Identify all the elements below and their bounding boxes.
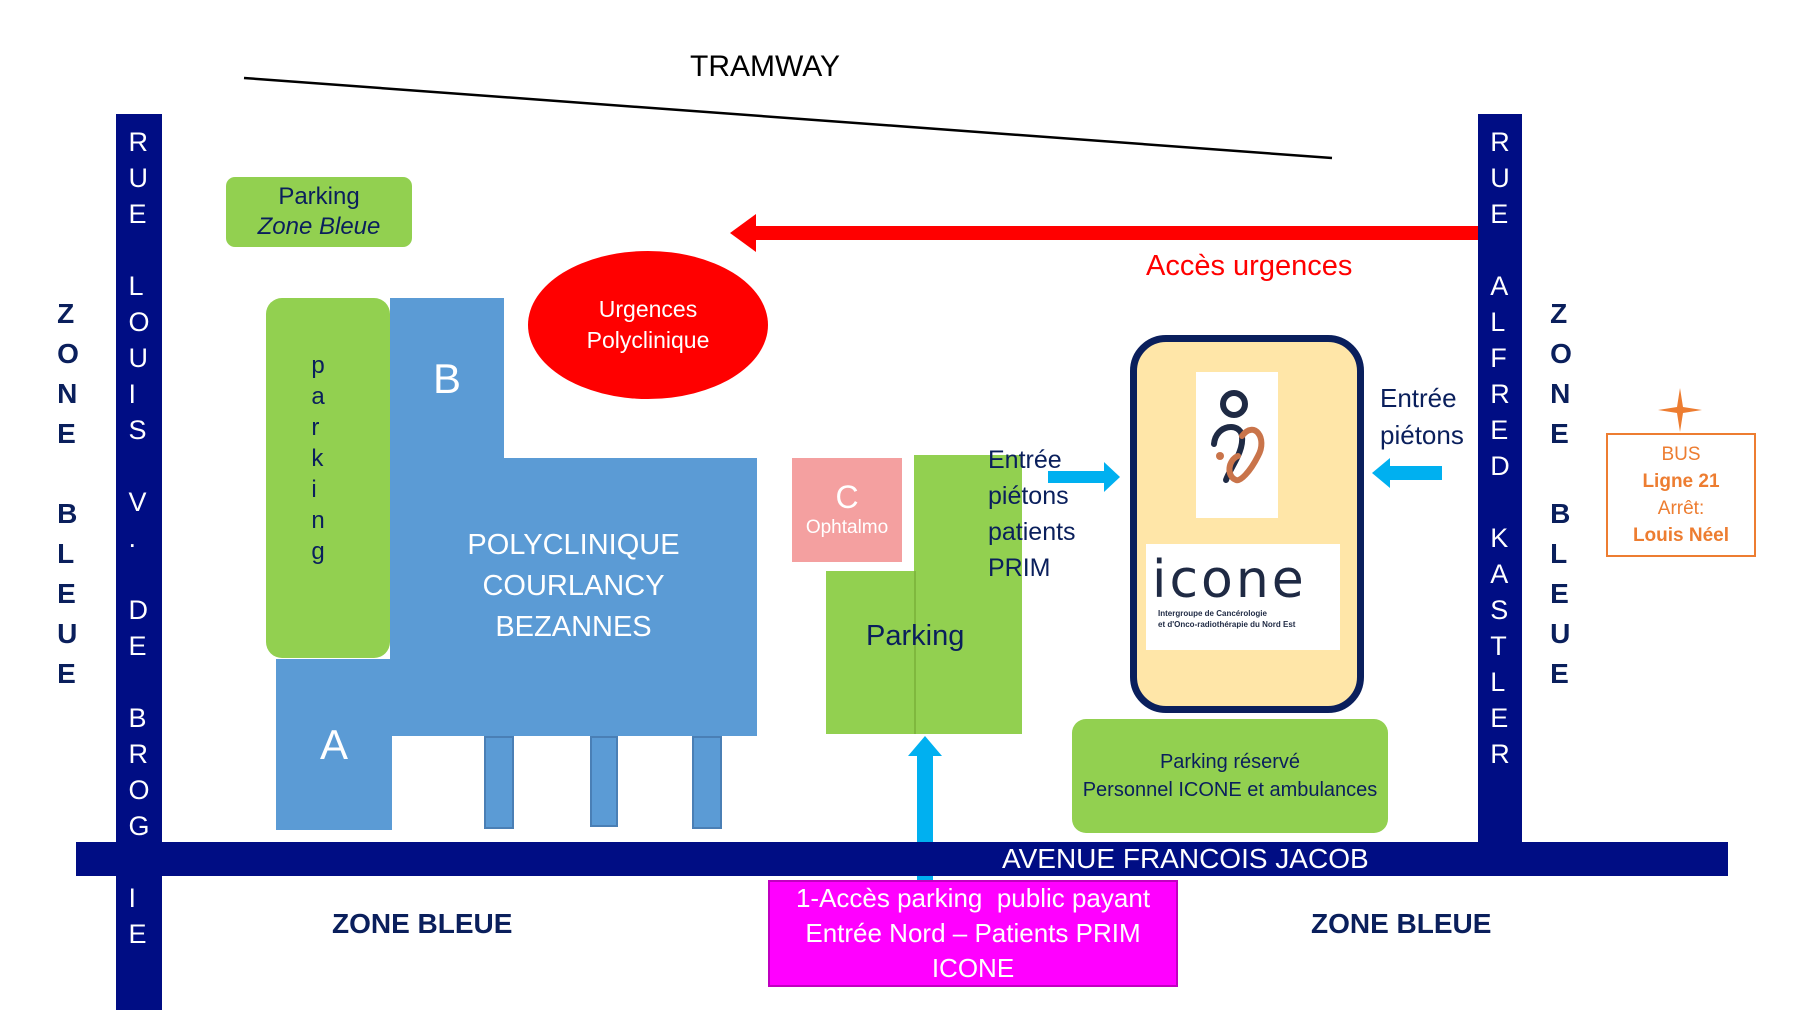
pietons-arrow-shaft xyxy=(1386,466,1442,480)
parking-vertical-text: p a r k i n g xyxy=(311,352,325,565)
entree-prim-line2: piétons xyxy=(988,482,1069,510)
building-main-line1: POLYCLINIQUE xyxy=(467,529,680,561)
entree-pietons-line1: Entrée xyxy=(1380,383,1457,413)
zone-bleue-left-text: Z O N E B L E U E xyxy=(57,298,79,689)
parking-reserve: Parking réservé Personnel ICONE et ambul… xyxy=(1072,719,1388,833)
zone-bleue-right-text: Z O N E B L E U E xyxy=(1550,298,1572,689)
building-main-line3: BEZANNES xyxy=(495,611,652,643)
icone-tagline2: et d'Onco-radiothérapie du Nord Est xyxy=(1158,620,1296,629)
zone-bleue-bottom-right: ZONE BLEUE xyxy=(1311,908,1492,939)
star-icon xyxy=(1658,388,1702,432)
rue-alfred-road xyxy=(1478,114,1522,850)
icone-wordmark: icone xyxy=(1152,550,1307,610)
urgences-arrow-shaft xyxy=(752,226,1478,240)
building-c-sub: Ophtalmo xyxy=(805,517,889,538)
rue-alfred-label: R U E A L F R E D K A S T L E R xyxy=(1478,124,1522,772)
zone-bleue-bottom-left: ZONE BLEUE xyxy=(332,908,513,939)
rue-alfred-text: R U E A L F R E D K A S T L E R xyxy=(1490,127,1510,769)
parking-vertical xyxy=(266,298,390,658)
urgences-line2: Polyclinique xyxy=(586,327,710,353)
rue-louis-label: R U E L O U I S V . D E B R O G L I E xyxy=(116,124,162,952)
entree-prim-line1: Entrée xyxy=(988,446,1062,474)
parking-zone-bleue-line2: Zone Bleue xyxy=(257,213,381,240)
building-main-label: POLYCLINIQUE COURLANCY BEZANNES xyxy=(390,525,757,648)
acces-urgences-label: Accès urgences xyxy=(1146,250,1353,282)
public-access-arrow-head xyxy=(908,736,942,756)
entree-prim-label: Entrée piétons patients PRIM xyxy=(988,442,1076,586)
icone-logo-panel xyxy=(1196,372,1278,518)
avenue-road xyxy=(76,842,1728,876)
zone-bleue-right: Z O N E B L E U E xyxy=(1541,294,1581,694)
parking-reserve-line1: Parking réservé xyxy=(1159,751,1301,773)
tramway-line xyxy=(243,76,1333,160)
entree-prim-line4: PRIM xyxy=(988,554,1051,582)
pietons-arrow-head xyxy=(1372,458,1390,488)
parking-zone-bleue: Parking Zone Bleue xyxy=(226,177,412,247)
prim-arrow-head xyxy=(1104,462,1120,492)
building-c: C Ophtalmo xyxy=(792,458,902,562)
icone-wordmark-panel: icone Intergroupe de Cancérologie et d'O… xyxy=(1146,544,1340,650)
building-c-letter: C xyxy=(835,479,859,515)
bus-line1: BUS xyxy=(1661,444,1701,465)
public-access-box: 1-Accès parking public payant Entrée Nor… xyxy=(768,880,1178,987)
entree-pietons-line2: piétons xyxy=(1380,420,1464,450)
bus-line3: Arrêt: xyxy=(1657,498,1705,519)
icone-person-icon xyxy=(1211,390,1265,484)
building-main-line2: COURLANCY xyxy=(482,570,665,602)
urgences-polyclinique: Urgences Polyclinique xyxy=(528,251,768,399)
entree-pietons-label: Entrée piétons xyxy=(1380,380,1464,454)
public-access-line3: ICONE xyxy=(931,953,1015,983)
entree-prim-line3: patients xyxy=(988,518,1076,546)
public-access-line1: 1-Accès parking public payant xyxy=(795,883,1151,913)
building-b: B xyxy=(390,298,504,460)
parking-zone-bleue-line1: Parking xyxy=(278,183,360,210)
parking-reserve-line2: Personnel ICONE et ambulances xyxy=(1082,779,1378,801)
tramway-label: TRAMWAY xyxy=(690,50,840,83)
bus-line2: Ligne 21 xyxy=(1642,471,1720,492)
building-pillar xyxy=(484,736,514,829)
urgences-arrow-head xyxy=(730,214,756,252)
zone-bleue-left: Z O N E B L E U E xyxy=(48,294,88,694)
avenue-label: AVENUE FRANCOIS JACOB xyxy=(1002,843,1369,874)
prim-arrow-shaft xyxy=(1048,471,1110,483)
icone-tagline1: Intergroupe de Cancérologie xyxy=(1158,609,1267,618)
building-a: A xyxy=(276,659,392,830)
rue-louis-text: R U E L O U I S V . D E B R O G L I E xyxy=(128,127,150,949)
parking-center-divider xyxy=(914,571,916,734)
building-pillar xyxy=(590,736,618,827)
building-main xyxy=(390,458,757,736)
bus-stop-box: BUS Ligne 21 Arrêt: Louis Néel xyxy=(1606,433,1756,557)
bus-line4: Louis Néel xyxy=(1632,525,1730,546)
parking-vertical-label: p a r k i n g xyxy=(300,350,336,567)
parking-center-low xyxy=(826,571,918,734)
parking-center-label: Parking xyxy=(866,620,965,652)
parking-center-tall xyxy=(914,455,1022,734)
building-pillar xyxy=(692,736,722,829)
public-access-line2: Entrée Nord – Patients PRIM xyxy=(805,918,1141,948)
urgences-line1: Urgences xyxy=(598,296,698,322)
